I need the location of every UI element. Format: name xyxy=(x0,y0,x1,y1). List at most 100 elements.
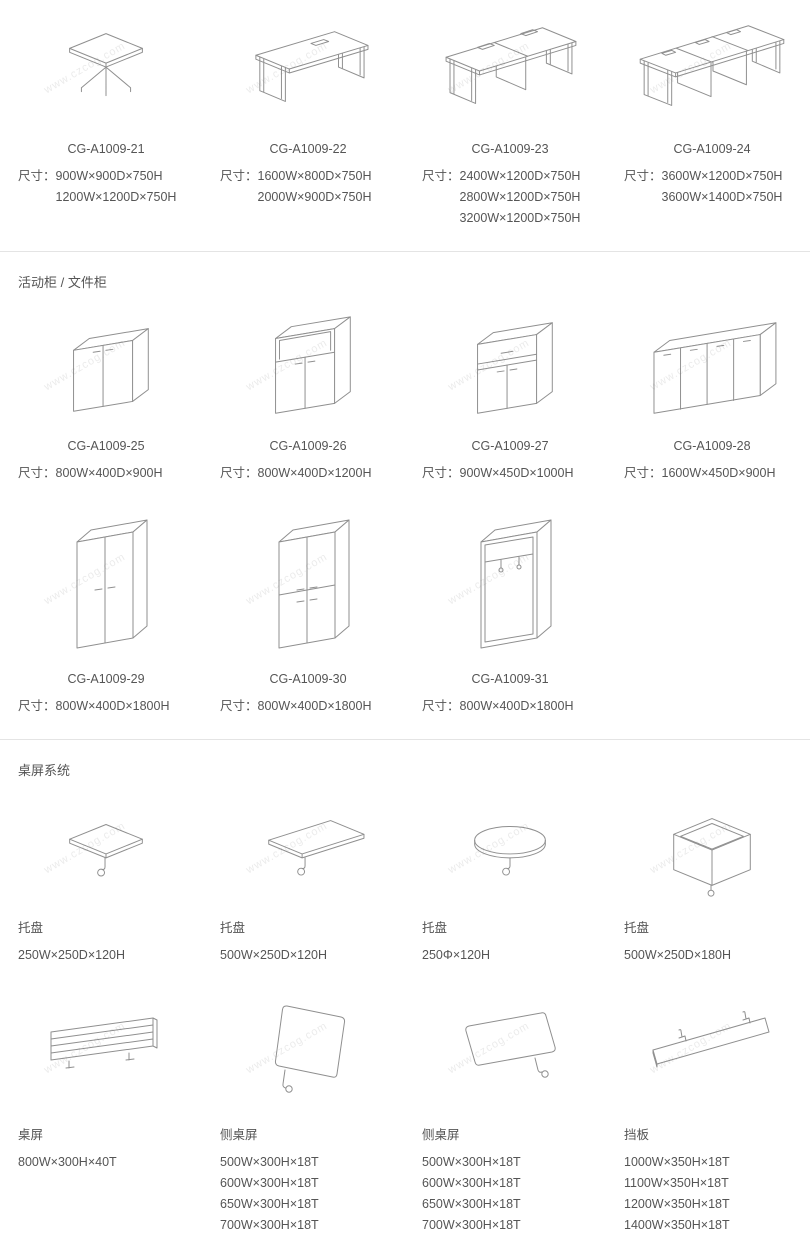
product-specs: 尺寸： 800W×400D×1200H xyxy=(220,463,396,484)
size-label: 尺寸： xyxy=(422,466,460,480)
dimension-line: 500W×250D×120H xyxy=(220,948,328,962)
product-drawing: www.czcog.com xyxy=(422,12,598,130)
product-code: CG-A1009-30 xyxy=(269,672,347,686)
product-card: www.czcog.com 侧桌屏 500W×300H×18T600W×300H… xyxy=(220,992,396,1236)
product-drawing: www.czcog.com xyxy=(624,992,800,1112)
dims-list: 1600W×450D×900H xyxy=(662,463,776,484)
cabinet-wide-icon xyxy=(653,322,777,414)
dimension-line: 500W×300H×18T xyxy=(422,1155,521,1169)
dimension-line: 1000W×350H×18T xyxy=(624,1155,730,1169)
section-desk-screens: 桌屏系统 www.czcog.com 托盘 250W×250D×120H www… xyxy=(0,760,810,1236)
dimension-line: 3600W×1200D×750H xyxy=(661,169,783,183)
product-specs: 尺寸： 900W×450D×1000H xyxy=(422,463,598,484)
dimension-line: 600W×300H×18T xyxy=(220,1176,319,1190)
cabinet-open-top-icon xyxy=(275,316,351,414)
product-code: CG-A1009-23 xyxy=(471,142,549,156)
dims-list: 250Φ×120H xyxy=(422,945,490,966)
cabinet-drawer-icon xyxy=(477,322,553,414)
product-name: 托盘 xyxy=(18,921,44,935)
dims-list: 500W×250D×120H xyxy=(220,945,327,966)
dimension-line: 2800W×1200D×750H xyxy=(459,190,581,204)
product-row-cabinets: www.czcog.com CG-A1009-25 尺寸： 800W×400D×… xyxy=(18,309,810,484)
desk-screen-icon xyxy=(50,1017,158,1069)
dimension-line: 3600W×1400D×750H xyxy=(661,190,783,204)
dims-list: 800W×300H×40T xyxy=(18,1152,117,1173)
product-code: CG-A1009-26 xyxy=(269,439,347,453)
dimension-line: 800W×300H×40T xyxy=(18,1155,117,1169)
product-drawing: www.czcog.com xyxy=(18,309,194,427)
product-drawing: www.czcog.com xyxy=(18,12,194,130)
product-specs: 尺寸： 800W×400D×1800H xyxy=(220,696,396,717)
dimension-line: 250Φ×120H xyxy=(422,948,491,962)
product-drawing: www.czcog.com xyxy=(220,12,396,130)
dimension-line: 500W×300H×18T xyxy=(220,1155,319,1169)
section-cabinets: 活动柜 / 文件柜 www.czcog.com CG-A1009-25 尺寸： … xyxy=(0,272,810,717)
product-name: 挡板 xyxy=(624,1128,650,1142)
dimension-line: 3200W×1200D×750H xyxy=(459,211,581,225)
product-code: CG-A1009-29 xyxy=(67,672,145,686)
size-label: 尺寸： xyxy=(624,466,662,480)
product-drawing: www.czcog.com xyxy=(422,309,598,427)
product-code: CG-A1009-31 xyxy=(471,672,549,686)
dims-list: 900W×450D×1000H xyxy=(460,463,574,484)
product-name: 桌屏 xyxy=(18,1128,44,1142)
dimension-line: 500W×250D×180H xyxy=(624,948,732,962)
product-name: 托盘 xyxy=(624,921,650,935)
product-drawing: www.czcog.com xyxy=(18,510,194,660)
desk-long-icon xyxy=(639,25,785,106)
tray-square-icon xyxy=(69,824,143,877)
product-drawing: www.czcog.com xyxy=(624,797,800,905)
product-card: www.czcog.com 托盘 500W×250D×180H xyxy=(624,797,800,966)
size-label: 尺寸： xyxy=(18,169,56,183)
product-row-trays: www.czcog.com 托盘 250W×250D×120H www.czco… xyxy=(18,797,810,966)
product-card: www.czcog.com CG-A1009-24 尺寸： 3600W×1200… xyxy=(624,12,800,229)
dimension-line: 600W×300H×18T xyxy=(422,1176,521,1190)
size-label: 尺寸： xyxy=(220,169,258,183)
size-label: 尺寸： xyxy=(624,169,662,183)
product-code: CG-A1009-25 xyxy=(67,439,145,453)
product-drawing: www.czcog.com xyxy=(220,797,396,905)
product-specs: 800W×300H×40T xyxy=(18,1152,194,1173)
product-name: 侧桌屏 xyxy=(422,1128,460,1142)
size-label: 尺寸： xyxy=(220,466,258,480)
product-row-wardrobes: www.czcog.com CG-A1009-29 尺寸： 800W×400D×… xyxy=(18,510,810,717)
product-card: www.czcog.com 桌屏 800W×300H×40T xyxy=(18,992,194,1236)
tray-round-icon xyxy=(474,825,546,876)
product-specs: 250Φ×120H xyxy=(422,945,598,966)
dimension-line: 1600W×800D×750H xyxy=(257,169,372,183)
baffle-icon xyxy=(652,1011,770,1068)
wardrobe-two-door-icon xyxy=(76,519,148,649)
product-card: www.czcog.com CG-A1009-23 尺寸： 2400W×1200… xyxy=(422,12,598,229)
product-card: www.czcog.com CG-A1009-26 尺寸： 800W×400D×… xyxy=(220,309,396,484)
section-header-cabinets: 活动柜 / 文件柜 xyxy=(18,275,107,290)
product-drawing: www.czcog.com xyxy=(220,992,396,1112)
section-desks: www.czcog.com CG-A1009-21 尺寸： 900W×900D×… xyxy=(0,12,810,229)
desk-single-icon xyxy=(255,31,369,102)
product-row-desks: www.czcog.com CG-A1009-21 尺寸： 900W×900D×… xyxy=(18,12,810,229)
dimension-line: 800W×400D×900H xyxy=(55,466,163,480)
product-card: www.czcog.com CG-A1009-28 尺寸： 1600W×450D… xyxy=(624,309,800,484)
product-code: CG-A1009-22 xyxy=(269,142,347,156)
product-card: www.czcog.com 托盘 250W×250D×120H xyxy=(18,797,194,966)
product-drawing: www.czcog.com xyxy=(422,510,598,660)
product-specs: 尺寸： 800W×400D×900H xyxy=(18,463,194,484)
product-row-screens: www.czcog.com 桌屏 800W×300H×40T www.czcog… xyxy=(18,992,810,1236)
product-card: www.czcog.com 托盘 250Φ×120H xyxy=(422,797,598,966)
dims-list: 800W×400D×1800H xyxy=(258,696,372,717)
product-code: CG-A1009-27 xyxy=(471,439,549,453)
dims-list: 800W×400D×1200H xyxy=(258,463,372,484)
side-screen-b-icon xyxy=(465,1012,556,1078)
dimension-line: 1100W×350H×18T xyxy=(624,1176,729,1190)
tray-box-icon xyxy=(673,818,751,897)
dims-list: 800W×400D×900H xyxy=(56,463,163,484)
dimension-line: 650W×300H×18T xyxy=(422,1197,521,1211)
product-specs: 500W×250D×120H xyxy=(220,945,396,966)
side-screen-a-icon xyxy=(274,1005,346,1093)
product-drawing: www.czcog.com xyxy=(18,797,194,905)
